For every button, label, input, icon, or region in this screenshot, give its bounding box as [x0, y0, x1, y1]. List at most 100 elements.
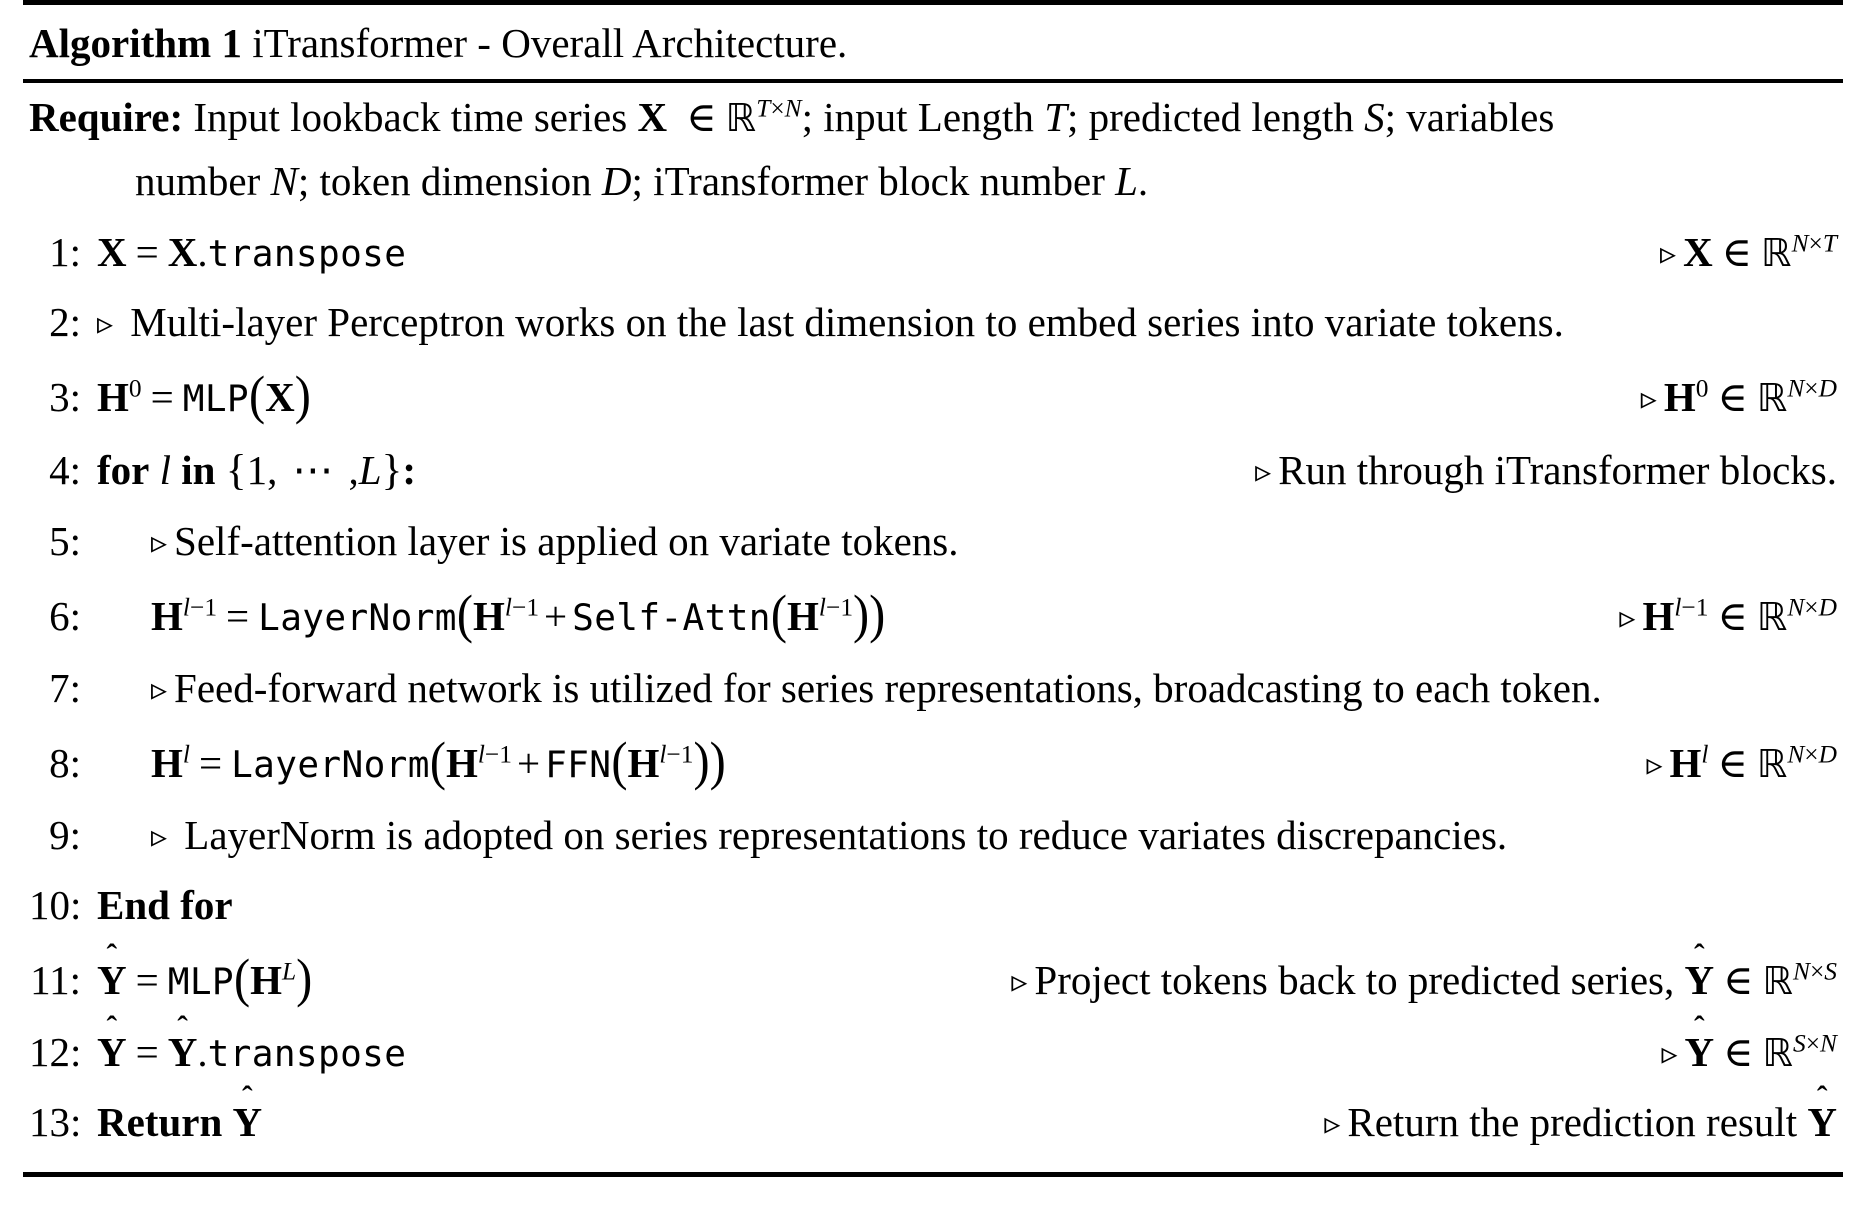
step-body: Hl=LayerNorm(Hl−1+FFN(Hl−1)) — [151, 731, 726, 791]
require-text-8: . — [1137, 157, 1149, 204]
algorithm-step-6: 6: Hl−1=LayerNorm(Hl−1+Self-Attn(Hl−1)) … — [29, 584, 1837, 644]
algorithm-block: Algorithm 1 iTransformer - Overall Archi… — [23, 0, 1843, 1177]
step-number: 13: — [29, 1098, 82, 1145]
symbol-T: T — [1044, 94, 1067, 141]
step-number: 3: — [49, 373, 81, 420]
triangle-icon: ▹ — [1646, 746, 1663, 782]
step-2-text: Multi-layer Perceptron works on the last… — [130, 298, 1564, 345]
algorithm-caption: Algorithm 1 iTransformer - Overall Archi… — [23, 5, 1843, 79]
step-13-comment: Return the prediction result — [1347, 1098, 1798, 1145]
triangle-icon: ▹ — [151, 671, 168, 707]
step-number: 6: — [49, 592, 81, 639]
algorithm-step-8: 8: Hl=LayerNorm(Hl−1+FFN(Hl−1)) ▹Hl∈ℝN×D — [29, 731, 1837, 791]
require-text-4: ; variables — [1384, 94, 1555, 141]
step-9-text: LayerNorm is adopted on series represent… — [184, 811, 1508, 858]
step-body: Hl−1=LayerNorm(Hl−1+Self-Attn(Hl−1)) — [151, 584, 886, 644]
step-number: 1: — [49, 228, 81, 275]
triangle-icon: ▹ — [1661, 1035, 1678, 1071]
require-keyword: Require: — [29, 94, 184, 141]
algorithm-caption-title: iTransformer - Overall Architecture. — [252, 20, 848, 66]
step-number: 4: — [49, 446, 81, 493]
algorithm-steps: 1: X=X.transpose ▹X∈ℝN×T 2: ▹ Multi-laye… — [23, 228, 1843, 1146]
algorithm-step-9: 9: ▹ LayerNorm is adopted on series repr… — [29, 811, 1837, 859]
step-number: 2: — [49, 298, 81, 345]
fn-layernorm: LayerNorm — [231, 743, 430, 786]
fn-mlp: MLP — [167, 960, 234, 1003]
triangle-icon: ▹ — [151, 524, 168, 560]
symbol-N: N — [270, 157, 298, 204]
algorithm-step-2: 2: ▹ Multi-layer Perceptron works on the… — [29, 298, 1837, 346]
top-rule — [23, 0, 1843, 5]
fn-ffn: FFN — [545, 743, 612, 786]
step-11-comment: Project tokens back to predicted series, — [1034, 956, 1675, 1003]
triangle-icon: ▹ — [1255, 453, 1272, 489]
step-comment: ▹H0∈ℝN×D — [1640, 373, 1837, 421]
fn-mlp: MLP — [182, 377, 249, 420]
step-number: 7: — [49, 664, 81, 711]
fn-transpose: transpose — [207, 232, 407, 275]
keyword-for: for — [97, 446, 150, 493]
symbol-reals: ℝ — [725, 96, 757, 142]
require-text-1: Input lookback time series — [193, 94, 628, 141]
keyword-in: in — [181, 446, 216, 493]
require-text-3: ; predicted length — [1067, 94, 1354, 141]
algorithm-step-3: 3: H0=MLP(X) ▹H0∈ℝN×D — [29, 365, 1837, 425]
step-number: 5: — [49, 517, 81, 564]
step-comment: ▹Project tokens back to predicted series… — [1011, 937, 1837, 1004]
step-comment: ▹Hl−1∈ℝN×D — [1619, 592, 1837, 640]
require-text-2: ; input Length — [801, 94, 1034, 141]
algorithm-step-7: 7: ▹Feed-forward network is utilized for… — [29, 664, 1837, 712]
step-body: ▹Self-attention layer is applied on vari… — [97, 517, 959, 565]
require-text-6: ; token dimension — [297, 157, 592, 204]
triangle-icon: ▹ — [1660, 235, 1677, 271]
step-body: ▹ Multi-layer Perceptron works on the la… — [97, 298, 1564, 346]
step-4-comment: Run through iTransformer blocks. — [1278, 446, 1837, 493]
step-body: End for — [97, 881, 233, 928]
algorithm-caption-keyword: Algorithm 1 — [29, 20, 242, 66]
step-body: ▹ LayerNorm is adopted on series represe… — [97, 811, 1507, 859]
step-number: 8: — [49, 739, 81, 786]
bottom-rule — [23, 1171, 1843, 1177]
exponent-TxN: T×N — [756, 94, 802, 123]
require-line-1: Require: Input lookback time series X ∈ℝ… — [29, 94, 1837, 142]
symbol-L: L — [1115, 157, 1138, 204]
fn-layernorm: LayerNorm — [258, 596, 457, 639]
algorithm-step-5: 5: ▹Self-attention layer is applied on v… — [29, 517, 1837, 565]
step-number: 10: — [29, 881, 82, 928]
keyword-return: Return — [97, 1098, 223, 1145]
symbol-D: D — [601, 157, 632, 204]
fn-transpose: transpose — [207, 1032, 407, 1075]
step-number: 9: — [49, 811, 81, 858]
triangle-icon: ▹ — [97, 305, 114, 341]
step-number: 12: — [29, 1028, 82, 1075]
step-number: 11: — [30, 956, 81, 1003]
triangle-icon: ▹ — [1011, 963, 1028, 999]
require-text-7: ; iTransformer block number — [631, 157, 1105, 204]
require-text-5: number — [135, 157, 261, 204]
triangle-icon: ▹ — [1619, 599, 1636, 635]
step-comment: ▹X∈ℝN×T — [1660, 228, 1837, 276]
step-body: H0=MLP(X) — [97, 365, 311, 425]
fn-selfattn: Self-Attn — [572, 596, 771, 639]
step-body: X=X.transpose — [97, 228, 407, 275]
step-comment: ▹Run through iTransformer blocks. — [416, 446, 1837, 494]
require-line-2: number N; token dimension D; iTransforme… — [29, 157, 1837, 204]
step-5-text: Self-attention layer is applied on varia… — [174, 517, 959, 564]
step-body: ▹Feed-forward network is utilized for se… — [97, 664, 1602, 712]
step-comment: ▹Hl∈ℝN×D — [1646, 739, 1837, 787]
